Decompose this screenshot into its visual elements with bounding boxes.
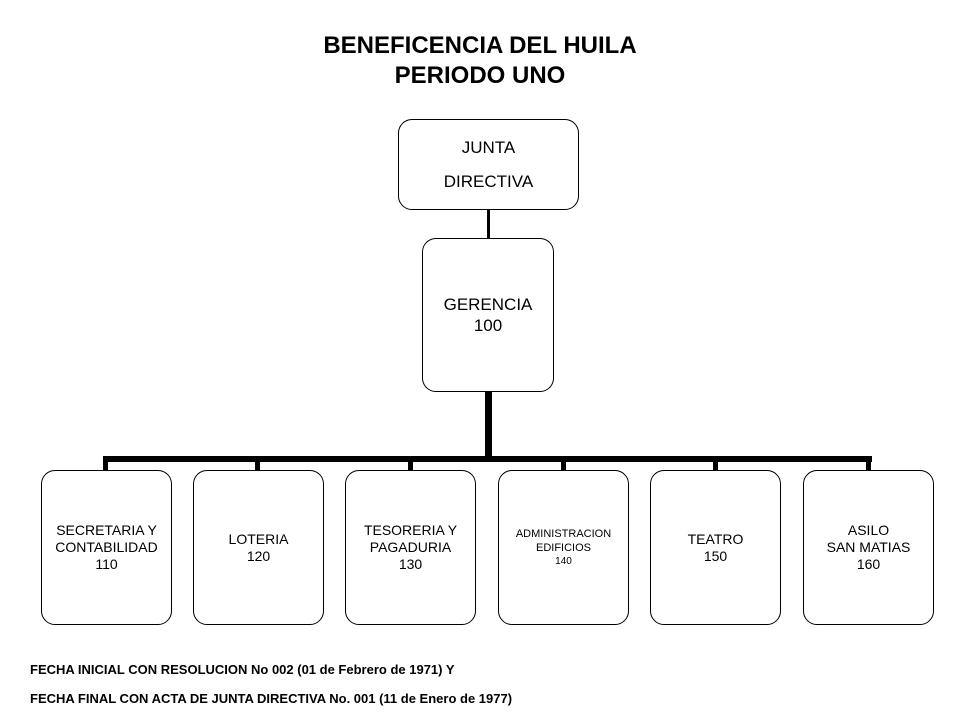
chart-title: BENEFICENCIA DEL HUILA [323,32,637,59]
node-loteria: LOTERIA 120 [193,470,324,625]
node-junta-line1: JUNTA [461,137,516,157]
node-line: SECRETARIA Y [56,522,157,538]
connector-drop-140 [561,456,566,470]
connector-drop-160 [866,456,871,470]
node-line: CONTABILIDAD [55,539,158,555]
node-line: TESORERIA Y [363,522,458,538]
connector-drop-150 [713,456,718,470]
connector-drop-130 [408,456,413,470]
node-junta-directiva: JUNTA DIRECTIVA [398,119,579,210]
node-gerencia-line1: GERENCIA [443,295,533,314]
connector-horizontal-bus [103,456,872,462]
node-line: EDIFICIOS [535,541,591,554]
node-line: 140 [555,555,572,567]
node-tesoreria-pagaduria: TESORERIA Y PAGADURIA 130 [345,470,476,625]
node-teatro: TEATRO 150 [650,470,781,625]
node-gerencia-line2: 100 [473,316,503,335]
node-line: PAGADURIA [369,539,452,555]
node-secretaria-contabilidad: SECRETARIA Y CONTABILIDAD 110 [41,470,172,625]
node-line: 110 [95,556,118,572]
node-line: ASILO [847,522,890,538]
node-gerencia: GERENCIA 100 [422,238,554,392]
node-line: 150 [703,547,728,564]
connector-gerencia-bus [485,392,492,462]
footer-note-end: FECHA FINAL CON ACTA DE JUNTA DIRECTIVA … [30,691,513,706]
node-line: LOTERIA [228,530,289,547]
node-administracion-edificios: ADMINISTRACION EDIFICIOS 140 [498,470,629,625]
connector-drop-110 [103,456,108,470]
connector-junta-gerencia [487,210,490,238]
node-line: 130 [398,556,423,572]
node-line: ADMINISTRACION [515,527,612,540]
node-junta-line2: DIRECTIVA [443,171,534,191]
node-line: 120 [246,547,271,564]
node-line: SAN MATIAS [826,539,911,555]
node-line: TEATRO [687,530,744,547]
node-asilo-san-matias: ASILO SAN MATIAS 160 [803,470,934,625]
footer-note-start: FECHA INICIAL CON RESOLUCION No 002 (01 … [30,662,455,677]
chart-subtitle: PERIODO UNO [394,62,566,89]
connector-drop-120 [255,456,260,470]
node-line: 160 [856,556,881,572]
